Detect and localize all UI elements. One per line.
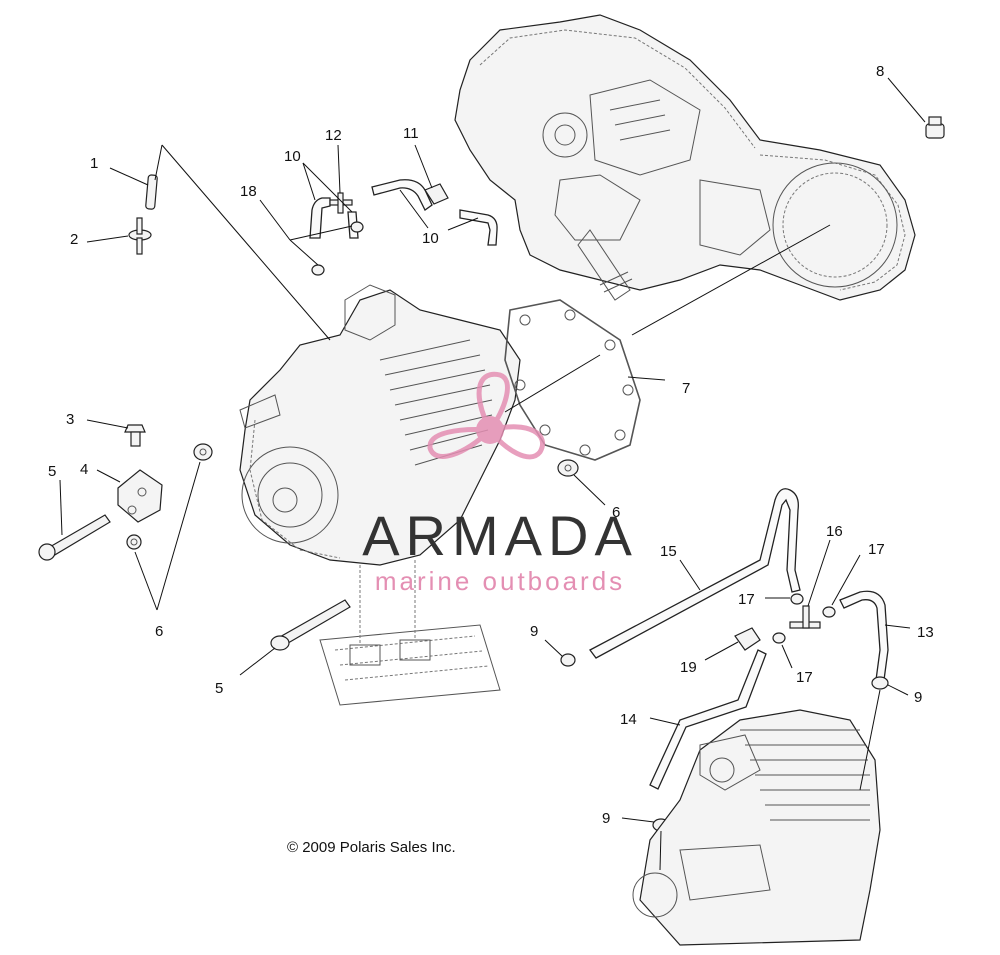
valve-part-11 — [424, 183, 449, 205]
plug-part-8 — [925, 116, 945, 139]
callout-17-top-right: 17 — [868, 541, 885, 558]
callout-9-c: 9 — [602, 810, 610, 827]
bolt-part-3 — [124, 424, 146, 447]
callout-7: 7 — [682, 380, 690, 397]
clamp-part-9-b — [871, 676, 889, 690]
callout-16: 16 — [826, 523, 843, 540]
callout-14: 14 — [620, 711, 637, 728]
propeller-logo — [427, 371, 545, 460]
callout-18: 18 — [240, 183, 257, 200]
bracket-part-4 — [117, 469, 163, 523]
callout-6-left: 6 — [155, 623, 163, 640]
clamp-part-17-a — [790, 593, 804, 605]
armada-watermark: ARMADA marine outboards — [362, 371, 638, 596]
nut-part-6-upper — [193, 443, 213, 461]
bolt-part-5-left — [38, 514, 111, 561]
callout-8: 8 — [876, 63, 884, 80]
callout-3: 3 — [66, 411, 74, 428]
callout-2: 2 — [70, 231, 78, 248]
callout-9-a: 9 — [530, 623, 538, 640]
callout-11: 11 — [403, 125, 419, 142]
cap-part-18-left — [311, 264, 325, 276]
clip-part-19 — [734, 627, 761, 651]
clamp-part-17-c — [772, 632, 786, 644]
callout-13: 13 — [917, 624, 934, 641]
tee-fitting-part-16 — [789, 605, 821, 629]
engine-assembly — [239, 284, 521, 706]
callout-17-left: 17 — [738, 591, 755, 608]
callout-4: 4 — [80, 461, 88, 478]
gasket — [504, 299, 641, 461]
clamp-part-9-a — [560, 653, 576, 667]
nut-part-6-left — [126, 534, 142, 550]
callout-15: 15 — [660, 543, 677, 560]
callout-10-bottom: 10 — [422, 230, 439, 247]
copyright-notice: © 2009 Polaris Sales Inc. — [287, 839, 456, 856]
callout-5-bottom: 5 — [215, 680, 223, 697]
callout-5-left: 5 — [48, 463, 56, 480]
transmission-housing — [454, 14, 916, 301]
callout-17-bottom: 17 — [796, 669, 813, 686]
callout-12: 12 — [325, 127, 342, 144]
stud-part-2 — [128, 217, 152, 255]
pin-part-1 — [145, 174, 158, 210]
watermark-tagline: marine outboards — [375, 566, 625, 596]
nut-part-6-right — [557, 459, 579, 477]
callout-9-b: 9 — [914, 689, 922, 706]
watermark-brand: ARMADA — [362, 504, 638, 567]
vent-hose-part-10-left — [309, 197, 331, 239]
vent-hose-part-10-right — [459, 209, 498, 246]
bolt-part-5-bottom — [270, 599, 351, 651]
cap-part-18-right — [350, 221, 364, 233]
callout-labels: 1 2 3 4 5 5 6 6 7 8 9 9 9 10 10 11 12 13… — [48, 63, 934, 827]
tee-fitting-part-12 — [329, 192, 353, 214]
hose-part-13 — [839, 590, 889, 681]
hose-part-14 — [649, 649, 767, 790]
vent-hose-part-10-curved — [371, 179, 433, 211]
callout-19: 19 — [680, 659, 697, 676]
clamp-part-17-b — [822, 606, 836, 618]
callout-1: 1 — [90, 155, 98, 172]
engine-lower-view — [632, 709, 881, 946]
hose-part-15 — [589, 488, 801, 659]
leader-lines — [59, 77, 926, 871]
callout-6-right: 6 — [612, 504, 620, 521]
callout-10-top: 10 — [284, 148, 301, 165]
